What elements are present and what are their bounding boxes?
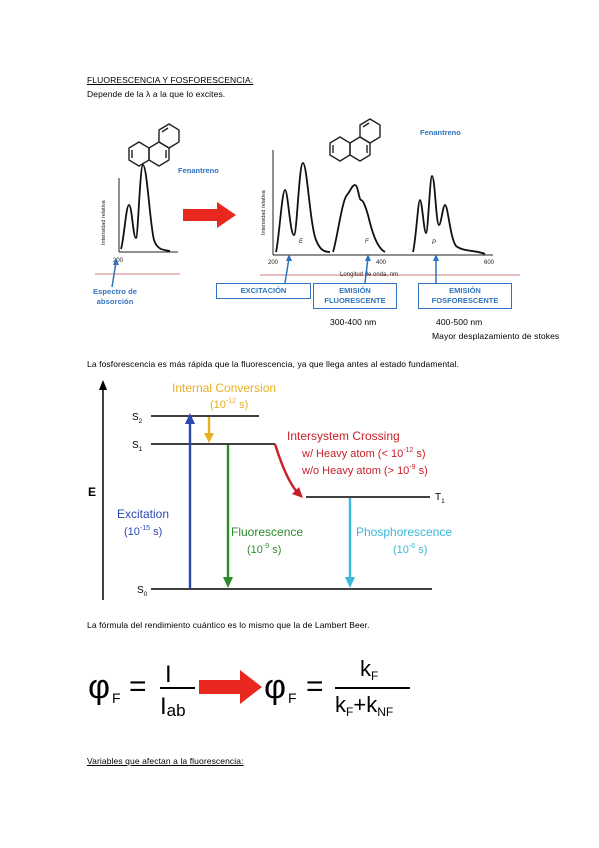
equals-right: = <box>306 670 324 703</box>
numerator-left: I <box>165 661 172 688</box>
ic-time: (10-12 s) <box>210 398 248 411</box>
phosphorescence-time: (10-6 s) <box>393 543 427 556</box>
label-s2: S2 <box>132 412 143 425</box>
right-x-tick-1: 200 <box>268 260 279 266</box>
phosphorescent-emission-box: EMISIÓN FOSFORESCENTE <box>418 283 512 309</box>
label-s0: S0 <box>137 585 148 598</box>
equals-left: = <box>129 670 147 703</box>
phosphorescence-label: Phosphorescence <box>356 525 452 539</box>
fluorescence-label: Fluorescence <box>231 525 303 539</box>
isc-label: Intersystem Crossing <box>287 429 400 443</box>
phenanthrene-left-icon <box>128 123 180 167</box>
peak-label-e: E <box>299 239 304 245</box>
absorption-curve <box>120 164 171 252</box>
excitation-label: Excitation <box>117 507 169 521</box>
fluorescence-time: (10-9 s) <box>247 543 281 556</box>
molecule-right-label: Fenantreno <box>420 128 461 137</box>
left-x-tick: 200 <box>113 258 124 264</box>
label-t1: T1 <box>435 492 445 505</box>
phi-right-sub: F <box>288 690 297 706</box>
denominator-right: kF+kNF <box>335 692 393 719</box>
stokes-note: Mayor desplazamiento de stokes <box>432 331 560 341</box>
phosphor-sentence: La fosforescencia es más rápida que la f… <box>87 359 459 369</box>
section-heading: FLUORESCENCIA Y FOSFORESCENCIA: <box>87 75 254 85</box>
label-s1: S1 <box>132 440 143 453</box>
phi-right: φ <box>264 668 286 706</box>
absorption-arrow <box>111 261 117 288</box>
intro-text: Depende de la λ a la que lo excites. <box>87 89 226 99</box>
transition-arrow <box>183 202 236 228</box>
isc-light: w/o Heavy atom (> 10-9 s) <box>301 464 428 477</box>
fluorescent-range: 300-400 nm <box>330 317 377 327</box>
excitation-time: (10-15 s) <box>124 525 162 538</box>
isc-heavy: w/ Heavy atom (< 10-12 s) <box>301 447 426 460</box>
formula-arrow <box>199 670 262 704</box>
absorption-label: Espectro de absorción <box>93 287 138 306</box>
excitation-box: EXCITACIÓN <box>216 283 311 299</box>
peak-label-f: F <box>365 239 369 245</box>
variables-heading: Variables que afectan a la fluorescencia… <box>87 756 244 766</box>
denominator-left: Iab <box>160 693 186 720</box>
ic-label: Internal Conversion <box>172 381 276 395</box>
peak-label-p: P <box>432 240 436 246</box>
isc-arrow <box>273 443 298 493</box>
phi-left-sub: F <box>112 690 121 706</box>
phi-left: φ <box>88 668 110 706</box>
phenanthrene-right-icon <box>329 118 381 162</box>
phosphorescent-range: 400-500 nm <box>436 317 483 327</box>
right-x-tick-2: 400 <box>376 260 387 266</box>
energy-label: E <box>88 485 96 499</box>
fluorescent-emission-box: EMISIÓN FLUORESCENTE <box>313 283 397 309</box>
formula-sentence: La fórmula del rendimiento cuántico es l… <box>87 620 370 630</box>
right-x-tick-3: 600 <box>484 260 495 266</box>
molecule-left-label: Fenantreno <box>178 166 219 175</box>
numerator-right: kF <box>360 656 378 683</box>
right-y-axis-label: Intensidad relativa <box>261 189 267 235</box>
left-y-axis-label: Intensidad relativa <box>101 199 107 245</box>
